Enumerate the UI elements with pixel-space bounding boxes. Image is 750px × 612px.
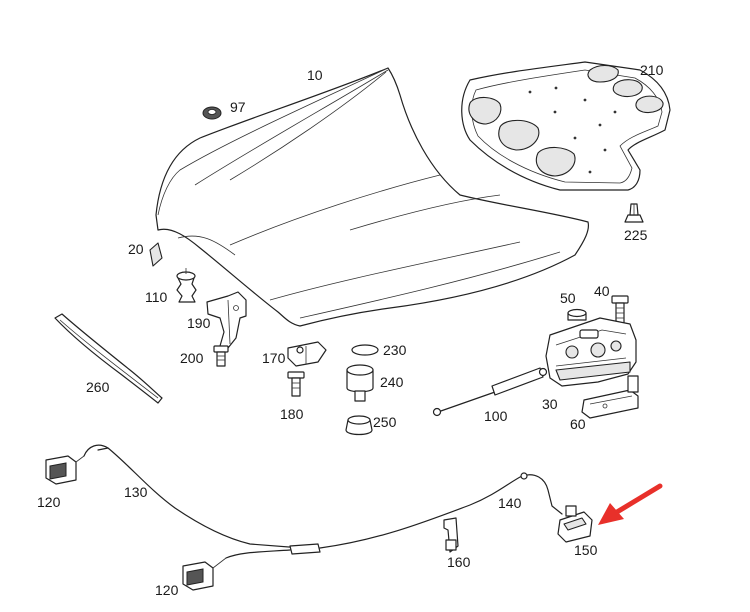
buffer [346,364,374,402]
ring [351,344,379,356]
hood-lock [545,317,637,387]
screw [287,371,305,397]
part-label-40: 40 [594,283,610,299]
part-label-180: 180 [280,406,304,422]
cable-connector [557,505,593,543]
nut [567,308,587,321]
part-label-240: 240 [380,374,404,390]
part-label-60: 60 [570,416,586,432]
cable-clip [443,517,459,553]
hinge-bracket [206,291,247,349]
part-label-10: 10 [307,67,323,83]
part-label-190: 190 [187,315,211,331]
lock-support [581,375,639,419]
hood-insulation-mat [461,61,671,191]
part-label-97: 97 [230,99,246,115]
part-label-230: 230 [383,342,407,358]
part-label-140: 140 [498,495,522,511]
rubber-buffer [176,268,197,303]
gas-strut [432,367,548,417]
part-label-50: 50 [560,290,576,306]
pointer-arrow [598,483,663,525]
part-label-20: 20 [128,241,144,257]
lock-striker [287,341,327,367]
part-label-260: 260 [86,379,110,395]
part-label-130: 130 [124,484,148,500]
release-cable [225,543,321,559]
release-handle [45,455,85,485]
part-label-120-upper: 120 [37,494,61,510]
seal-strip [54,313,163,404]
bolt [213,345,229,367]
part-label-120-lower: 120 [155,582,179,598]
part-label-170: 170 [262,350,286,366]
grommet [202,106,222,120]
part-label-200: 200 [180,350,204,366]
part-label-210: 210 [640,62,664,78]
bumper-stop [149,242,163,267]
clip [624,203,644,223]
part-label-225: 225 [624,227,648,243]
release-cable [83,444,303,549]
part-label-150: 150 [574,542,598,558]
part-label-110: 110 [145,289,168,305]
bolt [611,295,629,326]
part-label-160: 160 [447,554,471,570]
part-label-30: 30 [542,396,558,412]
nut [345,415,373,436]
part-label-100: 100 [484,408,508,424]
release-handle [182,557,227,591]
part-label-250: 250 [373,414,397,430]
release-cable [319,472,563,549]
hood-panel [155,67,590,327]
